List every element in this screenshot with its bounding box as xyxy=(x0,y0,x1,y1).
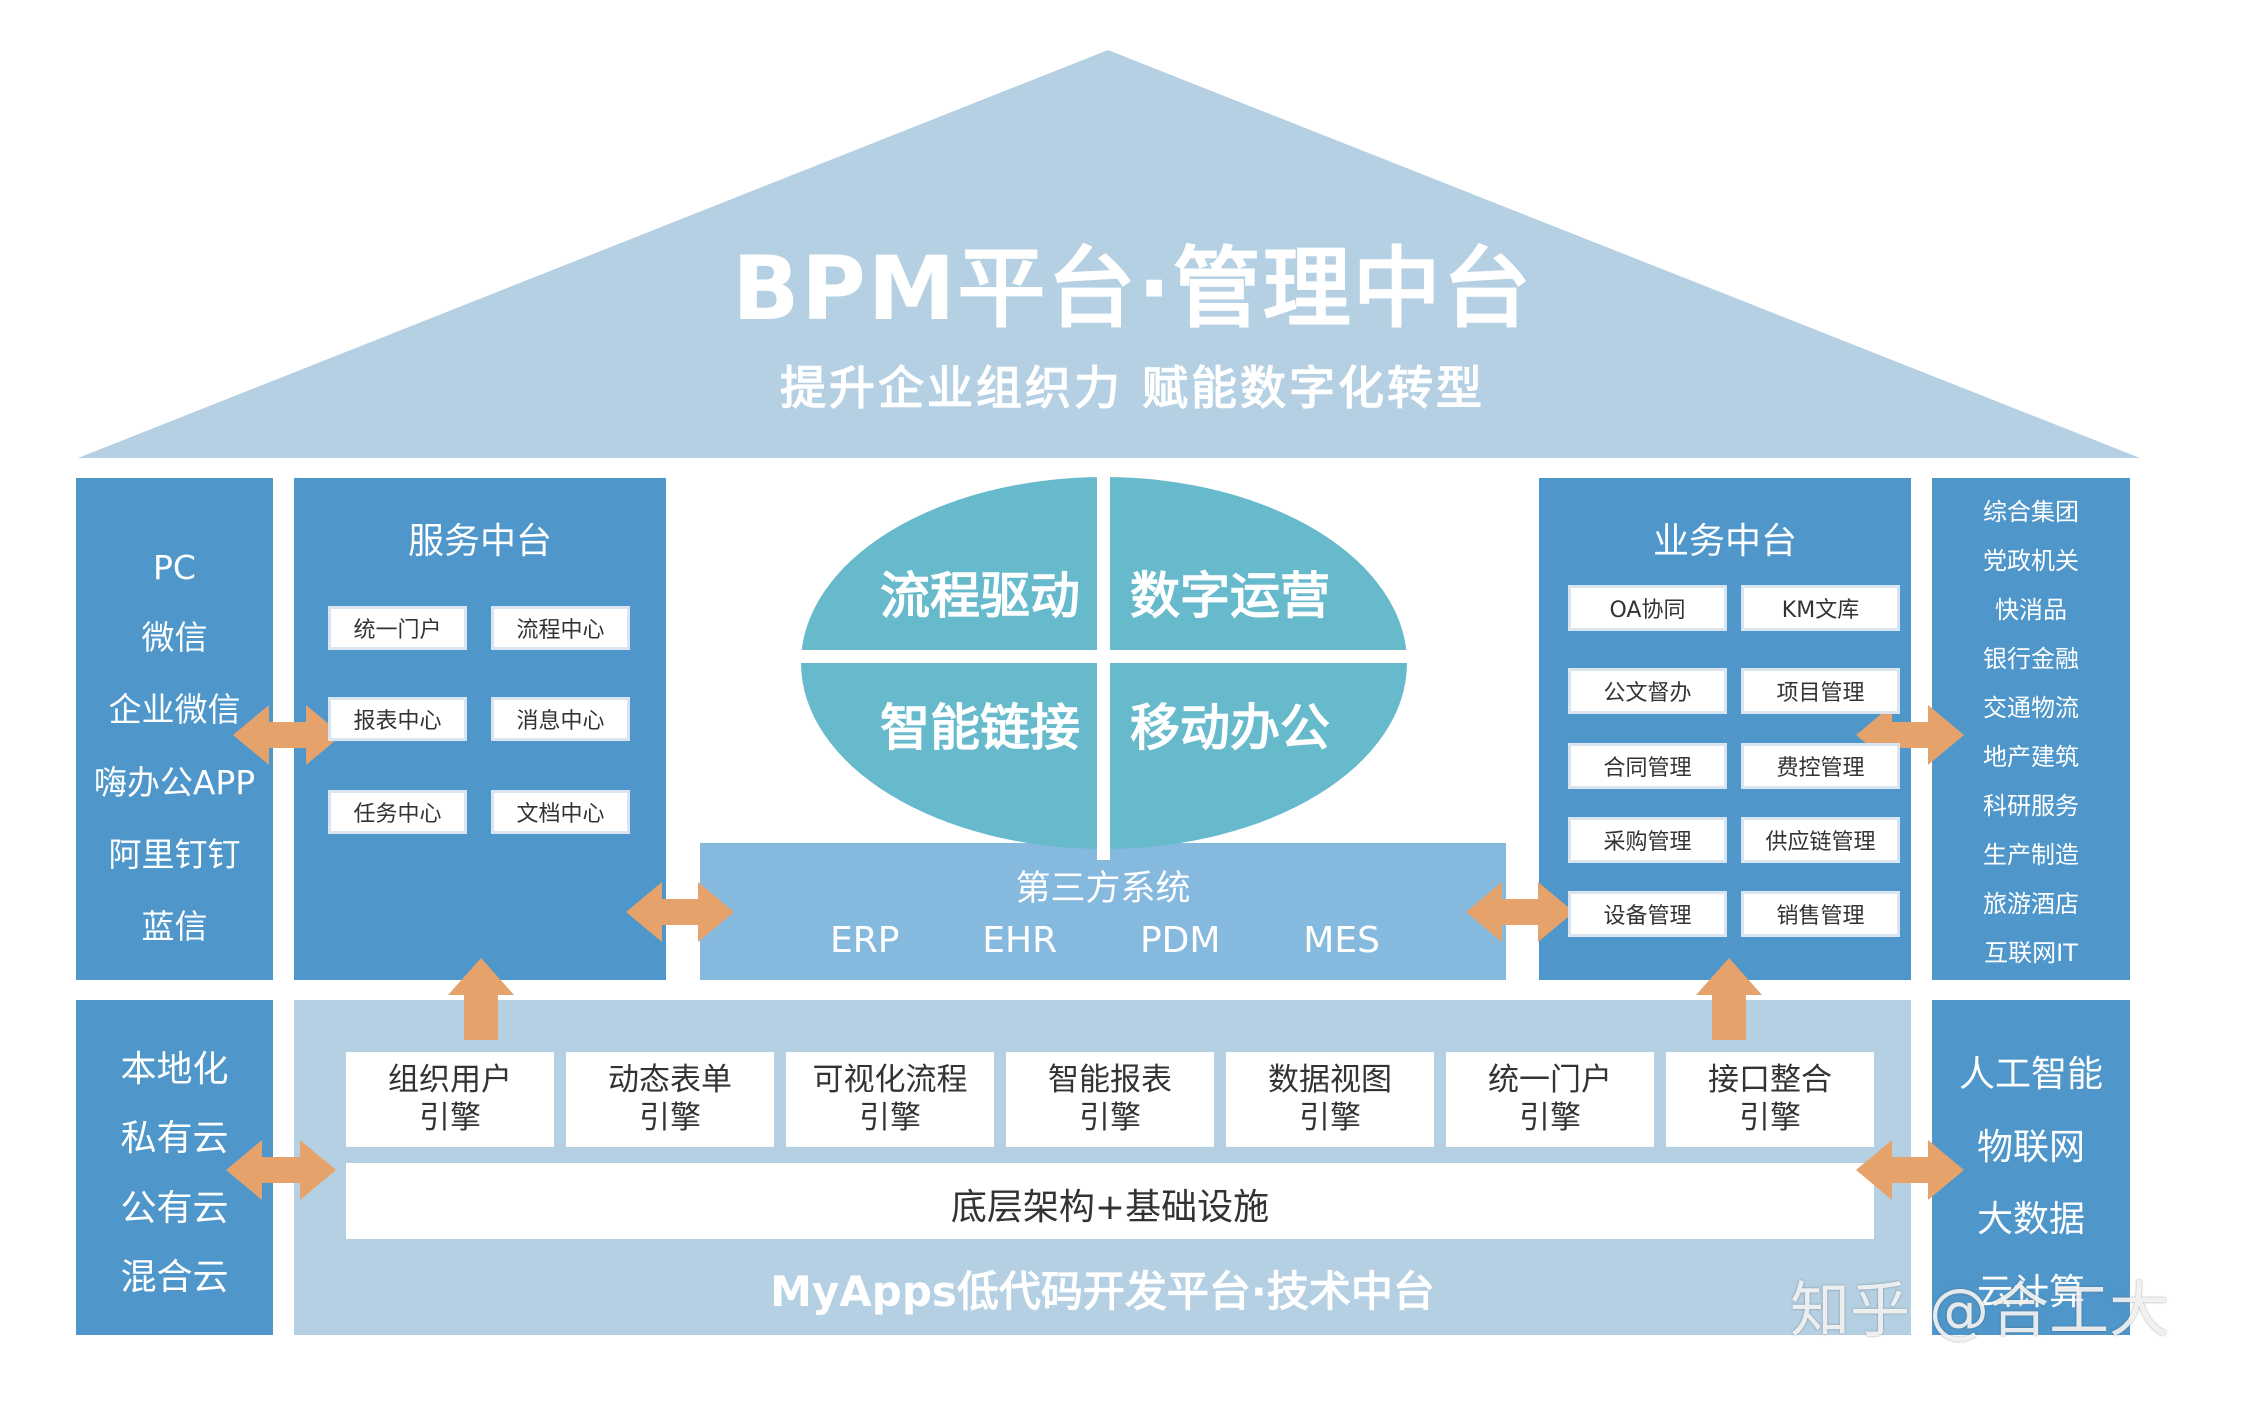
technology-item: 云计算 xyxy=(1976,1271,2085,1313)
engine-label: 统一门户 xyxy=(1488,1062,1612,1099)
arrow-up-business xyxy=(1696,958,1762,1040)
system-ehr: EHR xyxy=(982,920,1058,961)
business-item: 项目管理 xyxy=(1741,668,1900,714)
channel-item: 嗨办公APP xyxy=(93,762,256,802)
engine-smart-report: 智能报表 引擎 xyxy=(1006,1052,1214,1147)
service-item: 任务中心 xyxy=(328,790,467,834)
channel-item: 蓝信 xyxy=(141,906,208,946)
industry-item: 旅游酒店 xyxy=(1983,890,2079,918)
industry-item: 互联网IT xyxy=(1984,939,2078,967)
engine-suffix: 引擎 xyxy=(1299,1099,1361,1136)
engine-label: 可视化流程 xyxy=(812,1062,968,1099)
third-party-systems: ERP EHR PDM MES xyxy=(830,920,1380,961)
watermark: 知乎 @合工大 xyxy=(1790,1276,2170,1346)
channels-panel-bg xyxy=(76,478,273,980)
infrastructure-bar xyxy=(346,1163,1874,1239)
service-item: 文档中心 xyxy=(491,790,630,834)
third-party-bg xyxy=(700,843,1506,980)
business-item: OA协同 xyxy=(1568,585,1727,631)
channel-item: 微信 xyxy=(141,618,208,658)
third-party-title: 第三方系统 xyxy=(1015,869,1191,909)
industry-item: 生产制造 xyxy=(1983,841,2079,869)
core-oval xyxy=(790,470,1420,860)
channels-list: PC 微信 企业微信 嗨办公APP 阿里钉钉 蓝信 xyxy=(76,548,273,948)
industry-item: 综合集团 xyxy=(1983,498,2079,526)
service-center-title: 服务中台 xyxy=(407,521,552,562)
service-item: 消息中心 xyxy=(491,697,630,741)
engine-unified-portal: 统一门户 引擎 xyxy=(1446,1052,1654,1147)
business-item: 供应链管理 xyxy=(1741,817,1900,863)
engine-visual-process: 可视化流程 引擎 xyxy=(786,1052,994,1147)
engine-interface-integration: 接口整合 引擎 xyxy=(1666,1052,1874,1147)
core-item-mobile-office: 移动办公 xyxy=(1130,699,1330,757)
engine-label: 组织用户 xyxy=(388,1062,512,1099)
engine-suffix: 引擎 xyxy=(639,1099,701,1136)
technologies-list: 人工智能 物联网 大数据 云计算 xyxy=(1932,1045,2130,1315)
technology-item: 大数据 xyxy=(1976,1199,2085,1241)
engine-suffix: 引擎 xyxy=(1519,1099,1581,1136)
engine-dynamic-form: 动态表单 引擎 xyxy=(566,1052,774,1147)
arrow-tech-technologies xyxy=(1856,1140,1964,1200)
business-item: KM文库 xyxy=(1741,585,1900,631)
arrow-up-service xyxy=(448,958,514,1040)
service-item: 报表中心 xyxy=(328,697,467,741)
arrow-deployment-tech xyxy=(226,1140,336,1200)
deployment-item: 公有云 xyxy=(120,1187,229,1229)
deployment-item: 本地化 xyxy=(120,1049,229,1090)
technology-item: 物联网 xyxy=(1976,1126,2085,1168)
industry-item: 银行金融 xyxy=(1983,645,2079,673)
deployment-list: 本地化 私有云 公有云 混合云 xyxy=(76,1040,273,1300)
core-item-process-driven: 流程驱动 xyxy=(880,567,1080,625)
industry-item: 地产建筑 xyxy=(1983,743,2079,771)
industry-item: 交通物流 xyxy=(1983,694,2079,722)
business-item: 设备管理 xyxy=(1568,891,1727,937)
roof-shape xyxy=(78,50,2140,458)
business-item: 公文督办 xyxy=(1568,668,1727,714)
channel-item: 企业微信 xyxy=(108,690,241,730)
engine-label: 接口整合 xyxy=(1708,1062,1832,1099)
deployment-item: 私有云 xyxy=(120,1118,229,1160)
tech-center-title: MyApps低代码开发平台·技术中台 xyxy=(770,1267,1435,1316)
business-item: 合同管理 xyxy=(1568,743,1727,789)
industries-list: 综合集团 党政机关 快消品 银行金融 交通物流 地产建筑 科研服务 生产制造 旅… xyxy=(1932,485,2130,975)
system-pdm: PDM xyxy=(1139,920,1221,961)
industry-item: 快消品 xyxy=(1995,596,2067,624)
deployment-item: 混合云 xyxy=(120,1256,229,1298)
platform-subtitle: 提升企业组织力 赋能数字化转型 xyxy=(779,361,1485,415)
industry-item: 科研服务 xyxy=(1983,792,2079,820)
platform-title: BPM平台·管理中台 xyxy=(732,237,1533,340)
core-item-smart-link: 智能链接 xyxy=(880,699,1080,757)
service-item: 流程中心 xyxy=(491,606,630,650)
business-item: 采购管理 xyxy=(1568,817,1727,863)
infrastructure-label: 底层架构+基础设施 xyxy=(950,1187,1270,1228)
business-center-title: 业务中台 xyxy=(1652,521,1797,562)
system-erp: ERP xyxy=(830,920,900,961)
engine-suffix: 引擎 xyxy=(1739,1099,1801,1136)
industries-panel-bg xyxy=(1932,478,2130,980)
engine-label: 动态表单 xyxy=(608,1062,732,1099)
engine-org-user: 组织用户 引擎 xyxy=(346,1052,554,1147)
engine-label: 智能报表 xyxy=(1048,1062,1172,1099)
engine-suffix: 引擎 xyxy=(1079,1099,1141,1136)
arrow-thirdparty-business xyxy=(1466,882,1574,942)
arrow-service-thirdparty xyxy=(626,882,734,942)
business-item: 销售管理 xyxy=(1741,891,1900,937)
system-mes: MES xyxy=(1303,920,1380,961)
engine-suffix: 引擎 xyxy=(859,1099,921,1136)
industry-item: 党政机关 xyxy=(1983,547,2079,575)
arrow-channels-service xyxy=(233,705,342,765)
technologies-panel-bg xyxy=(1932,1000,2130,1335)
channel-item: PC xyxy=(153,548,196,587)
engine-data-view: 数据视图 引擎 xyxy=(1226,1052,1434,1147)
engine-label: 数据视图 xyxy=(1268,1062,1392,1099)
engine-suffix: 引擎 xyxy=(419,1099,481,1136)
technology-item: 人工智能 xyxy=(1958,1054,2103,1095)
channel-item: 阿里钉钉 xyxy=(108,834,241,874)
core-item-digital-ops: 数字运营 xyxy=(1130,567,1330,625)
business-item: 费控管理 xyxy=(1741,743,1900,789)
service-item: 统一门户 xyxy=(328,606,467,650)
